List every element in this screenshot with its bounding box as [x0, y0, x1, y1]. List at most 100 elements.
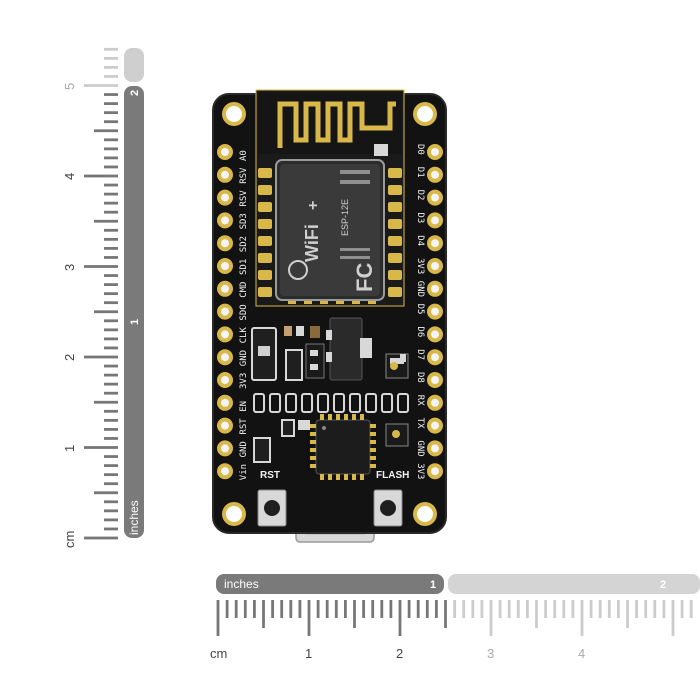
ruler-tick [104, 228, 118, 232]
usb-serial-chip [310, 414, 376, 480]
ruler-tick [104, 147, 118, 151]
ruler-tick [104, 319, 118, 323]
ruler-tick [104, 75, 118, 78]
ruler-tick [671, 600, 675, 636]
ruler-tick [398, 600, 402, 636]
chip-side-parts [253, 419, 409, 463]
horizontal-inch-number-2: 2 [660, 579, 666, 591]
ruler-tick [389, 600, 393, 618]
ruler-tick [104, 391, 118, 395]
ruler-tick [84, 355, 118, 359]
ruler-tick [104, 509, 118, 513]
esp-module: WiFi + ESP-12E FC [255, 89, 405, 307]
ruler-tick [253, 600, 256, 618]
ruler-tick [344, 600, 347, 618]
ruler-tick [94, 219, 118, 223]
ruler-tick [262, 600, 265, 628]
smd-pad [269, 393, 281, 413]
ruler-tick [104, 409, 118, 413]
ruler-tick [84, 84, 118, 87]
ruler-tick [104, 192, 118, 196]
vertical-ruler: inches 1 2 cm 1 2 3 4 5 [62, 47, 144, 548]
ruler-tick [535, 600, 538, 628]
ruler-tick [104, 382, 118, 386]
ruler-tick [84, 536, 118, 540]
smd-pad [253, 393, 265, 413]
ruler-tick [94, 310, 118, 314]
pin-label: A0 [239, 150, 249, 161]
left-pin-labels: A0RSVRSVSD3SD2SD1CMDSDOCLKGND3V3ENRSTGND… [239, 150, 249, 480]
vertical-cm-number-1: 1 [62, 445, 77, 452]
ruler-tick [607, 600, 611, 618]
ruler-tick [635, 600, 638, 618]
vertical-ruler-ticks [84, 47, 118, 540]
ruler-tick [371, 600, 375, 618]
ruler-tick [626, 600, 629, 628]
vertical-inch-number-1: 1 [129, 319, 141, 325]
rst-button[interactable] [257, 489, 287, 527]
horizontal-inch-number-1: 1 [430, 579, 436, 591]
ruler-tick [94, 129, 118, 133]
ruler-tick [104, 256, 118, 259]
ruler-tick [104, 373, 118, 377]
pin-label: D8 [415, 372, 425, 383]
pin-label: 3V3 [415, 463, 425, 479]
ruler-tick [104, 500, 118, 504]
ruler-tick [362, 600, 365, 618]
ruler-tick [104, 418, 118, 422]
nodemcu-board: WiFi + ESP-12E FC [212, 89, 447, 543]
ruler-tick [617, 600, 620, 618]
smd-pad [381, 393, 393, 413]
smd-pad [397, 393, 409, 413]
flash-button[interactable] [373, 489, 403, 527]
ruler-tick [104, 428, 118, 431]
mounting-holes [222, 102, 437, 526]
pin-label: CLK [239, 327, 249, 344]
ruler-tick [104, 292, 118, 296]
ruler-tick [104, 283, 118, 286]
ruler-tick [526, 600, 529, 618]
ruler-tick [104, 138, 118, 142]
horizontal-ruler-ticks [216, 600, 693, 636]
ruler-tick [104, 464, 118, 467]
ruler-tick [104, 165, 118, 169]
ruler-tick [104, 183, 118, 187]
ruler-tick [662, 600, 666, 618]
ruler-tick [489, 600, 493, 636]
smd-pad [333, 393, 345, 413]
ruler-tick [104, 346, 118, 350]
ruler-tick [407, 600, 411, 618]
ai-logo [288, 260, 308, 280]
horizontal-cm-number-1: 1 [305, 646, 312, 661]
ruler-tick [380, 600, 384, 618]
horizontal-cm-unit: cm [210, 646, 227, 661]
ruler-tick [104, 301, 118, 305]
ruler-tick [234, 600, 238, 618]
pin-label: EN [239, 401, 249, 412]
smd-pad-row [253, 393, 409, 413]
voltage-regulator [326, 317, 372, 381]
ruler-tick [271, 600, 274, 618]
ruler-tick [580, 600, 584, 636]
ruler-tick [94, 491, 118, 495]
ruler-tick [416, 600, 420, 618]
left-pin-header [217, 144, 233, 480]
smd-components [284, 326, 409, 381]
ruler-tick [571, 600, 575, 618]
ruler-tick [425, 600, 429, 618]
ruler-tick [104, 66, 118, 69]
pin-label: GND [415, 440, 425, 456]
pin-label: D3 [415, 212, 425, 223]
ruler-tick [316, 600, 320, 618]
ruler-tick [589, 600, 593, 618]
wifi-logo-plus: + [305, 201, 322, 210]
ruler-tick [307, 600, 311, 636]
ruler-tick [689, 600, 693, 618]
ruler-tick [553, 600, 557, 618]
smd-pad [317, 393, 329, 413]
ruler-tick [680, 600, 684, 618]
pin-label: SD1 [239, 259, 249, 275]
pin-label: D5 [415, 304, 425, 315]
ruler-tick [544, 600, 547, 618]
